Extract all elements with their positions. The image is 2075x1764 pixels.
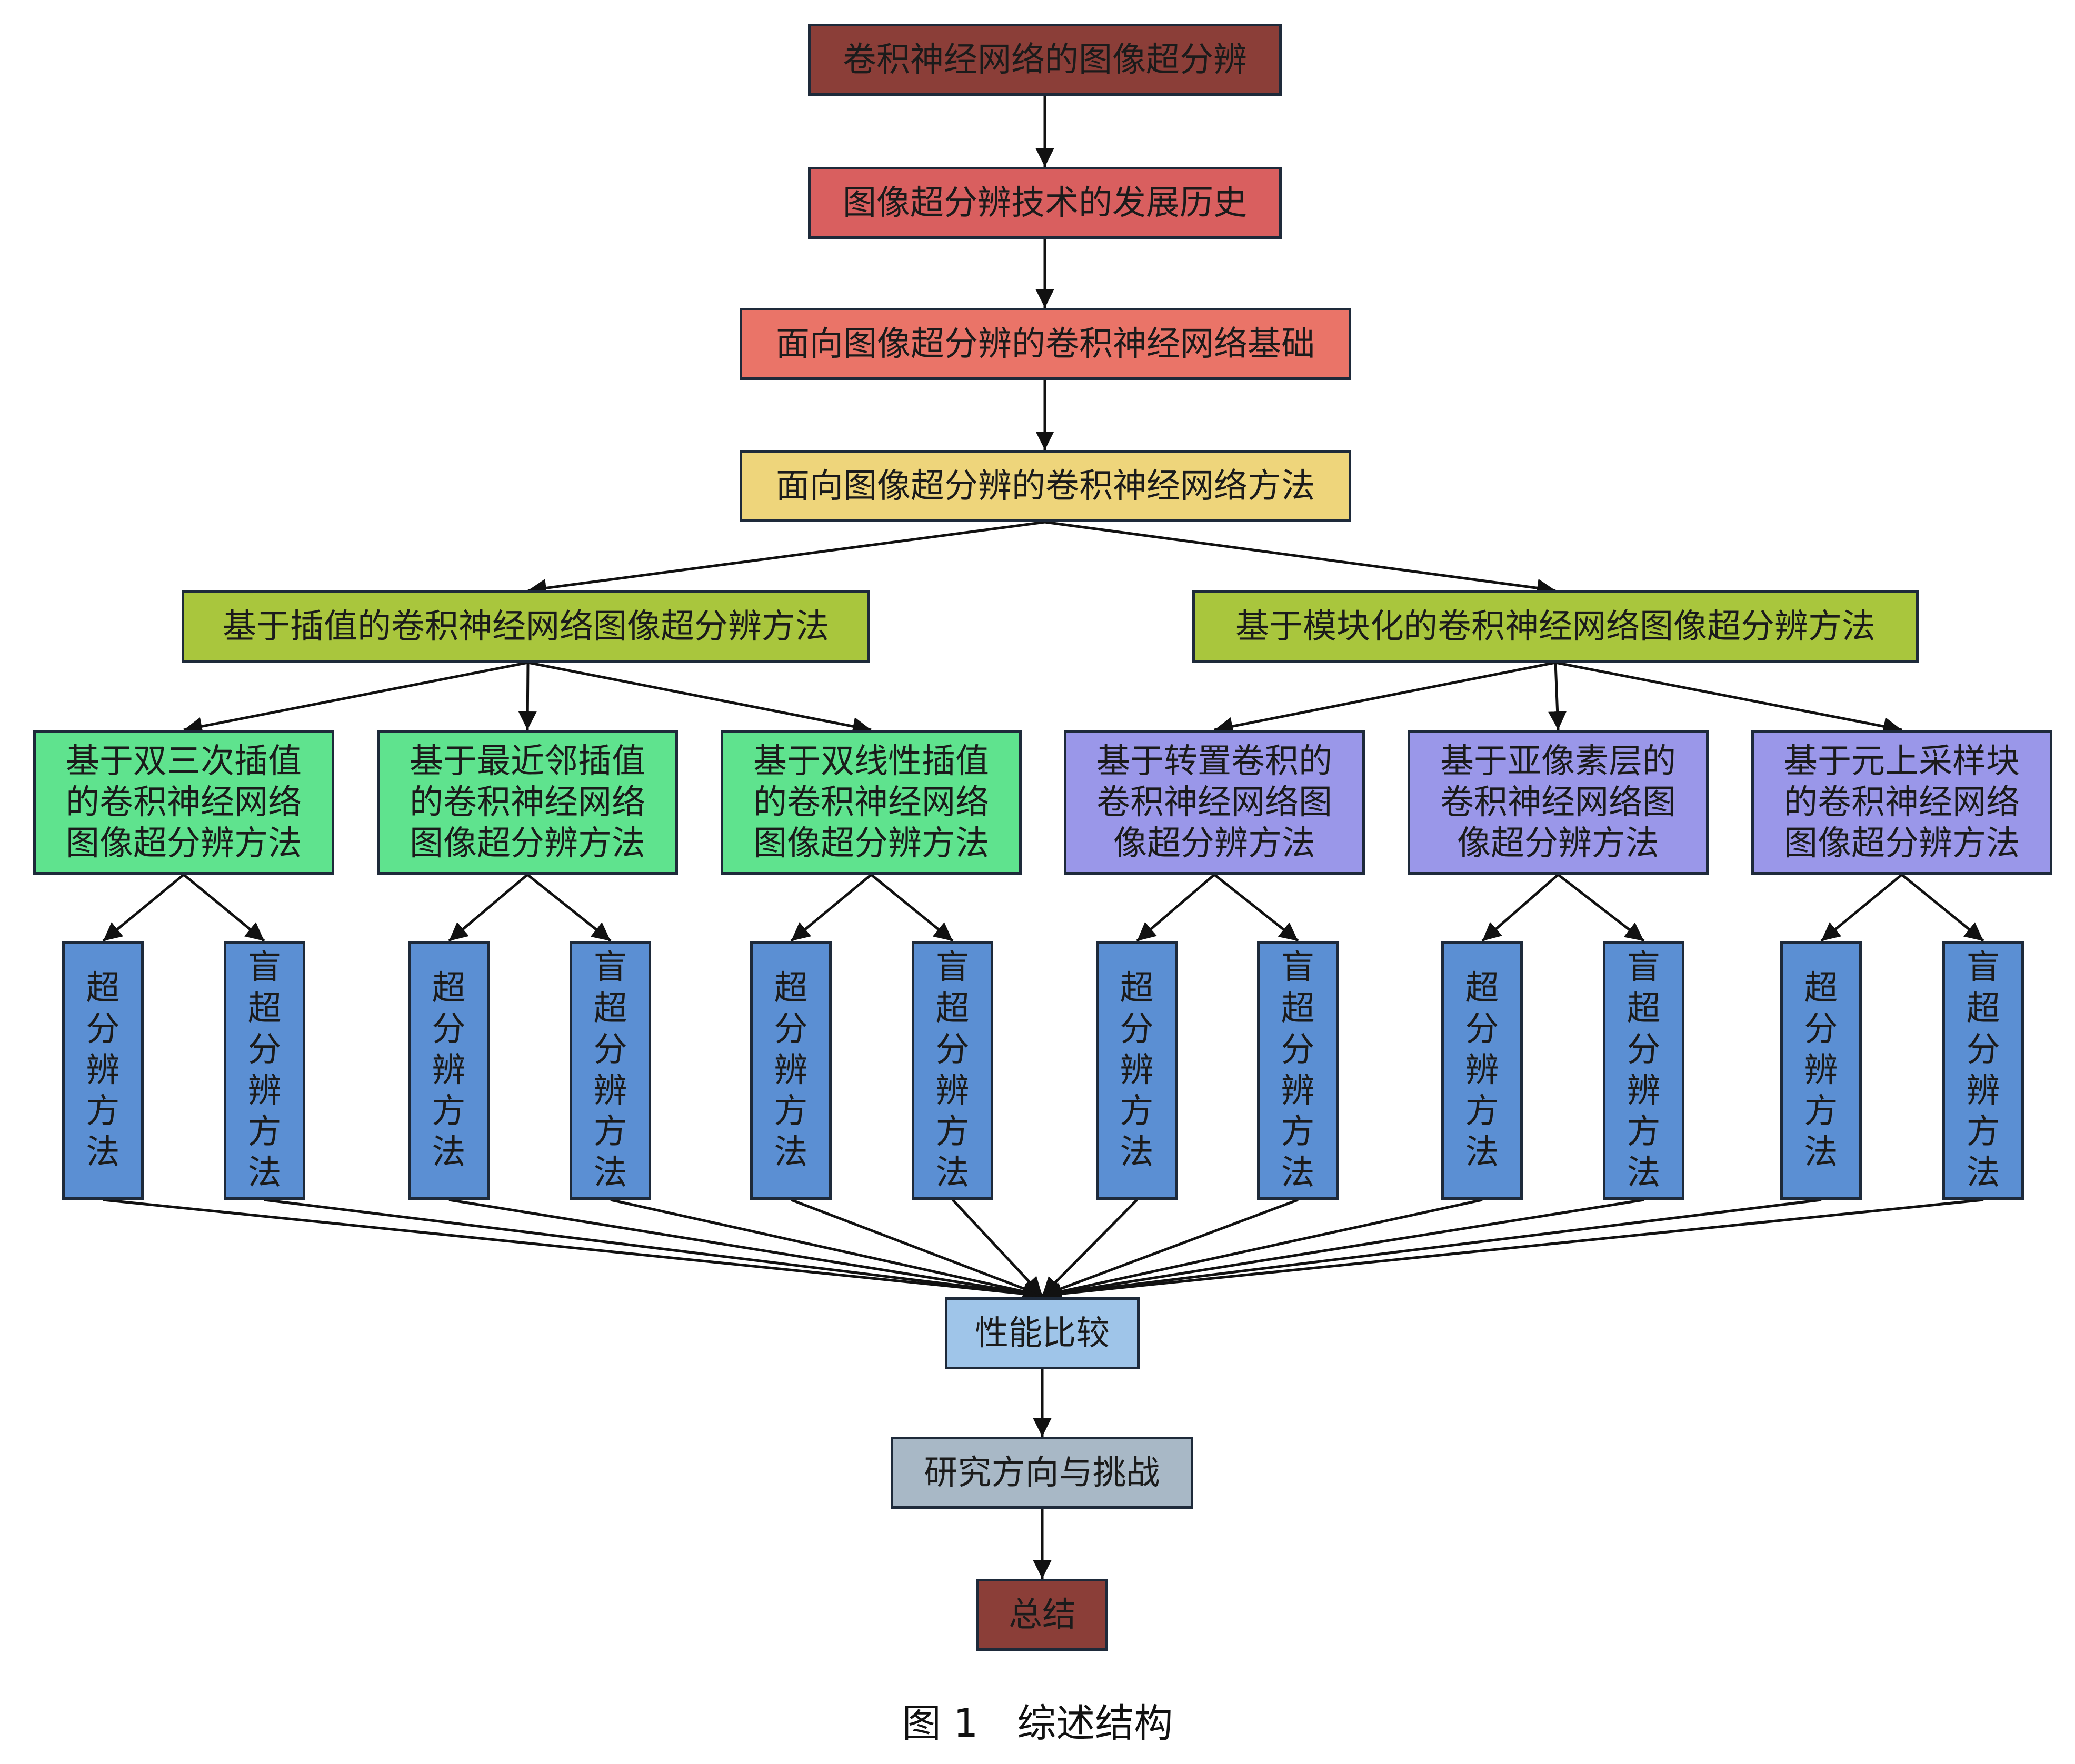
node-foundation-label: 面向图像超分辨的卷积神经网络基础	[776, 324, 1315, 364]
node-modular: 基于模块化的卷积神经网络图像超分辨方法	[1192, 590, 1919, 663]
node-bilinear: 基于双线性插值的卷积神经网络图像超分辨方法	[721, 730, 1022, 875]
leaf-sr-4: 超分辨方法	[1096, 941, 1178, 1200]
node-directions-label: 研究方向与挑战	[924, 1453, 1160, 1492]
leaf-sr-5-label: 超分辨方法	[1465, 969, 1499, 1172]
node-summary-label: 总结	[1009, 1595, 1076, 1635]
node-bicubic-label: 基于双三次插值的卷积神经网络图像超分辨方法	[66, 741, 302, 863]
node-foundation: 面向图像超分辨的卷积神经网络基础	[740, 308, 1351, 380]
leaf-blind-4-label: 盲超分辨方法	[1281, 948, 1315, 1192]
edge-arrow-15	[526, 874, 612, 942]
edge-arrow-7	[518, 662, 537, 730]
edge-arrow-25	[264, 1198, 1043, 1303]
node-nearest-label: 基于最近邻插值的卷积神经网络图像超分辨方法	[410, 741, 645, 863]
node-modular-label: 基于模块化的卷积神经网络图像超分辨方法	[1235, 607, 1876, 646]
node-metaupsample-label: 基于元上采样块的卷积神经网络图像超分辨方法	[1784, 741, 2020, 863]
node-subpixel-label: 基于亚像素层的卷积神经网络图像超分辨方法	[1440, 741, 1676, 863]
node-transposed: 基于转置卷积的卷积神经网络图像超分辨方法	[1064, 730, 1365, 875]
node-root: 卷积神经网络的图像超分辨	[808, 24, 1282, 96]
leaf-sr-3-label: 超分辨方法	[774, 969, 808, 1172]
leaf-sr-5: 超分辨方法	[1441, 941, 1523, 1200]
leaf-sr-1: 超分辨方法	[62, 941, 144, 1200]
edge-arrow-9	[1214, 661, 1556, 736]
edge-arrow-35	[1042, 1198, 1984, 1303]
node-performance-label: 性能比较	[975, 1314, 1110, 1353]
leaf-sr-2: 超分辨方法	[408, 941, 490, 1200]
edge-arrow-27	[610, 1198, 1043, 1301]
node-root-label: 卷积神经网络的图像超分辨	[843, 40, 1247, 79]
node-interp: 基于插值的卷积神经网络图像超分辨方法	[182, 590, 870, 663]
node-transposed-label: 基于转置卷积的卷积神经网络图像超分辨方法	[1096, 741, 1332, 863]
edge-arrow-8	[527, 661, 872, 736]
leaf-sr-6: 超分辨方法	[1780, 941, 1862, 1200]
edge-arrow-23	[1901, 874, 1984, 942]
node-bicubic: 基于双三次插值的卷积神经网络图像超分辨方法	[33, 730, 334, 875]
edge-arrow-32	[1042, 1198, 1483, 1301]
leaf-sr-2-label: 超分辨方法	[432, 969, 466, 1172]
node-methods: 面向图像超分辨的卷积神经网络方法	[740, 450, 1351, 522]
leaf-blind-1: 盲超分辨方法	[224, 941, 305, 1200]
edge-arrow-33	[1042, 1198, 1644, 1302]
node-nearest: 基于最近邻插值的卷积神经网络图像超分辨方法	[377, 730, 678, 875]
leaf-blind-2-label: 盲超分辨方法	[593, 948, 627, 1192]
edge-arrow-14	[448, 874, 528, 942]
node-summary: 总结	[976, 1579, 1108, 1651]
node-interp-label: 基于插值的卷积神经网络图像超分辨方法	[223, 607, 829, 646]
edge-arrow-13	[183, 874, 265, 942]
leaf-sr-1-label: 超分辨方法	[86, 969, 120, 1172]
edge-arrow-21	[1557, 874, 1645, 942]
edge-arrow-20	[1481, 874, 1559, 942]
edge-arrow-16	[790, 874, 872, 942]
leaf-blind-5-label: 盲超分辨方法	[1627, 948, 1661, 1192]
leaf-blind-6-label: 盲超分辨方法	[1966, 948, 2000, 1192]
node-methods-label: 面向图像超分辨的卷积神经网络方法	[776, 466, 1315, 506]
edge-arrow-12	[102, 874, 185, 942]
leaf-blind-6: 盲超分辨方法	[1942, 941, 2024, 1200]
edge-arrow-29	[952, 1199, 1043, 1297]
leaf-blind-3: 盲超分辨方法	[912, 941, 993, 1200]
leaf-sr-4-label: 超分辨方法	[1120, 969, 1154, 1172]
edge-arrow-6	[183, 661, 528, 736]
edge-arrow-31	[1042, 1198, 1299, 1298]
edge-arrow-24	[103, 1198, 1043, 1303]
leaf-sr-6-label: 超分辨方法	[1804, 969, 1838, 1172]
edge-arrow-30	[1041, 1199, 1138, 1297]
edge-arrow-19	[1213, 874, 1299, 942]
node-history-label: 图像超分辨技术的发展历史	[843, 183, 1247, 223]
edge-arrow-28	[791, 1198, 1043, 1298]
edge-arrow-34	[1042, 1198, 1822, 1303]
edge-arrow-5	[1044, 520, 1556, 597]
node-subpixel: 基于亚像素层的卷积神经网络图像超分辨方法	[1408, 730, 1709, 875]
node-bilinear-label: 基于双线性插值的卷积神经网络图像超分辨方法	[753, 741, 989, 863]
leaf-blind-1-label: 盲超分辨方法	[247, 948, 282, 1192]
node-performance: 性能比较	[945, 1297, 1140, 1369]
edge-arrow-22	[1820, 874, 1903, 942]
leaf-blind-5: 盲超分辨方法	[1603, 941, 1684, 1200]
leaf-sr-3: 超分辨方法	[750, 941, 832, 1200]
figure-caption: 图 1 综述结构	[902, 1701, 1173, 1746]
node-directions: 研究方向与挑战	[891, 1437, 1193, 1509]
leaf-blind-4: 盲超分辨方法	[1257, 941, 1339, 1200]
edge-arrow-10	[1548, 662, 1567, 730]
edge-arrow-18	[1136, 874, 1215, 942]
node-history: 图像超分辨技术的发展历史	[808, 167, 1282, 239]
leaf-blind-3-label: 盲超分辨方法	[935, 948, 970, 1192]
node-metaupsample: 基于元上采样块的卷积神经网络图像超分辨方法	[1751, 730, 2052, 875]
edge-arrow-26	[448, 1198, 1043, 1302]
leaf-blind-2: 盲超分辨方法	[570, 941, 651, 1200]
edge-arrow-4	[527, 520, 1045, 597]
edge-arrow-11	[1555, 661, 1902, 736]
edge-arrow-17	[870, 874, 954, 942]
